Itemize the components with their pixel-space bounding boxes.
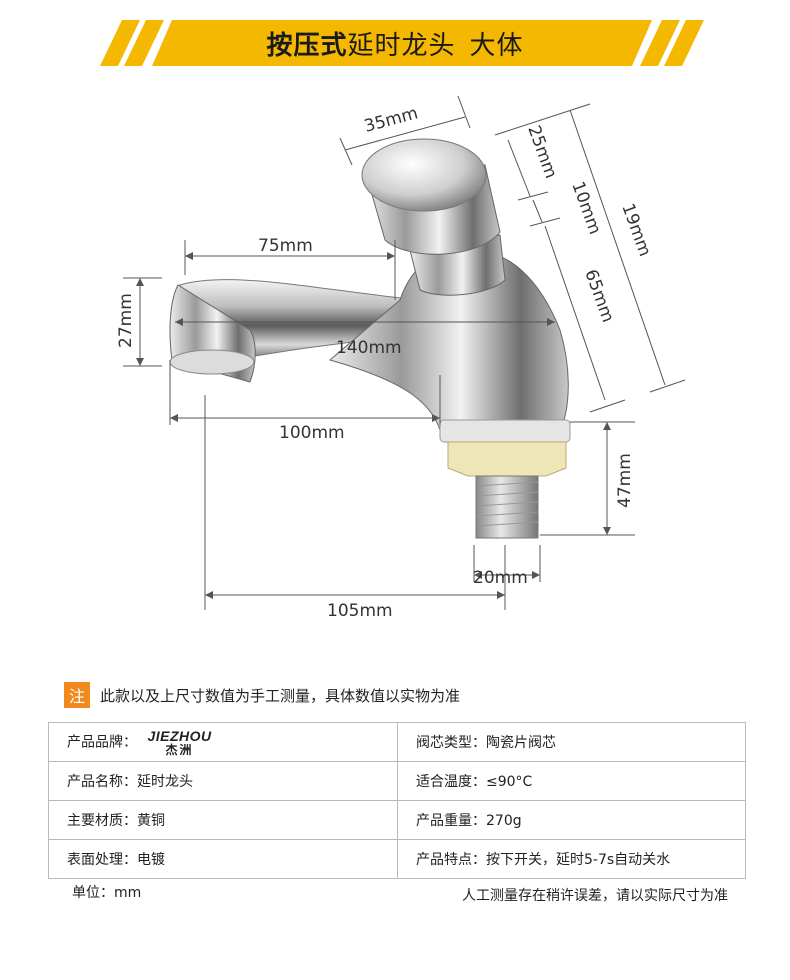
dim-body-height: 65mm: [580, 267, 618, 325]
spec-brand: 产品品牌： JIEZHOU 杰洲: [48, 722, 398, 762]
title-banner: 按压式延时龙头大体: [0, 20, 790, 66]
dim-thread-diameter: 20mm: [473, 568, 528, 588]
spec-material-label: 主要材质：: [67, 813, 137, 829]
brand-logo-en: JIEZHOU: [147, 727, 212, 744]
dim-spout-height: 27mm: [116, 293, 136, 348]
faucet-drawing: 35mm 25mm 10mm 19mm 65mm 75mm 27mm 140mm…: [116, 95, 686, 621]
spec-material-value: 黄铜: [137, 813, 165, 829]
spec-feature: 产品特点：按下开关，延时5-7s自动关水: [397, 839, 746, 879]
faucet-body: [169, 138, 571, 539]
spec-feature-label: 产品特点：: [416, 852, 486, 868]
brand-logo-cn: 杰洲: [165, 742, 194, 757]
spec-table: 产品品牌： JIEZHOU 杰洲 阀芯类型：陶瓷片阀芯 产品名称：延时龙头 适合…: [48, 722, 746, 879]
spec-finish: 表面处理：电镀: [48, 839, 398, 879]
spec-finish-value: 电镀: [137, 852, 165, 868]
spec-temp: 适合温度：≤90°C: [397, 761, 746, 801]
spec-name: 产品名称：延时龙头: [48, 761, 398, 801]
brand-logo: JIEZHOU 杰洲: [147, 729, 211, 756]
dim-total-height: 19mm: [617, 201, 655, 259]
dim-thread-height: 47mm: [615, 453, 635, 508]
dim-total-length: 140mm: [336, 338, 402, 358]
spec-name-value: 延时龙头: [137, 774, 193, 790]
page-title: 按压式延时龙头大体: [0, 20, 790, 66]
table-row: 产品名称：延时龙头 适合温度：≤90°C: [48, 761, 746, 801]
title-normal: 延时龙头: [347, 30, 456, 61]
dim-base-span: 105mm: [327, 601, 393, 621]
spec-valve-label: 阀芯类型：: [416, 735, 486, 751]
dimension-arrows: [136, 252, 611, 599]
table-row: 主要材质：黄铜 产品重量：270g: [48, 800, 746, 840]
spec-feature-value: 按下开关，延时5-7s自动关水: [486, 852, 671, 868]
title-suffix: 大体: [469, 30, 524, 61]
spec-weight-value: 270g: [486, 813, 522, 829]
dimension-lines: [123, 95, 686, 610]
unit-label: 单位：mm: [72, 885, 142, 901]
spec-temp-label: 适合温度：: [416, 774, 486, 790]
title-bold: 按压式: [266, 30, 348, 61]
spec-brand-label: 产品品牌：: [67, 734, 137, 750]
banner-graphic: [100, 20, 704, 66]
disclaimer-text: 人工测量存在稍许误差，请以实际尺寸为准: [462, 888, 728, 904]
note-badge: 注: [64, 682, 90, 708]
spec-material: 主要材质：黄铜: [48, 800, 398, 840]
dim-handle-height: 25mm: [523, 123, 561, 181]
dim-neck-height: 10mm: [567, 179, 605, 237]
spec-weight-label: 产品重量：: [416, 813, 486, 829]
note-text: 此款以及上尺寸数值为手工测量，具体数值以实物为准: [100, 686, 461, 705]
spec-valve-value: 陶瓷片阀芯: [486, 735, 556, 751]
table-row: 表面处理：电镀 产品特点：按下开关，延时5-7s自动关水: [48, 839, 746, 879]
dim-spout-to-base: 100mm: [279, 423, 345, 443]
table-row: 产品品牌： JIEZHOU 杰洲 阀芯类型：陶瓷片阀芯: [48, 722, 746, 762]
spec-temp-value: ≤90°C: [486, 774, 533, 790]
spec-name-label: 产品名称：: [67, 774, 137, 790]
spec-finish-label: 表面处理：: [67, 852, 137, 868]
spec-valve: 阀芯类型：陶瓷片阀芯: [397, 722, 746, 762]
spec-weight: 产品重量：270g: [397, 800, 746, 840]
faucet-dimension-diagram: 35mm 25mm 10mm 19mm 65mm 75mm 27mm 140mm…: [0, 80, 790, 640]
measurement-note: 注 此款以及上尺寸数值为手工测量，具体数值以实物为准: [64, 682, 460, 708]
dim-spout-reach: 75mm: [258, 236, 313, 256]
